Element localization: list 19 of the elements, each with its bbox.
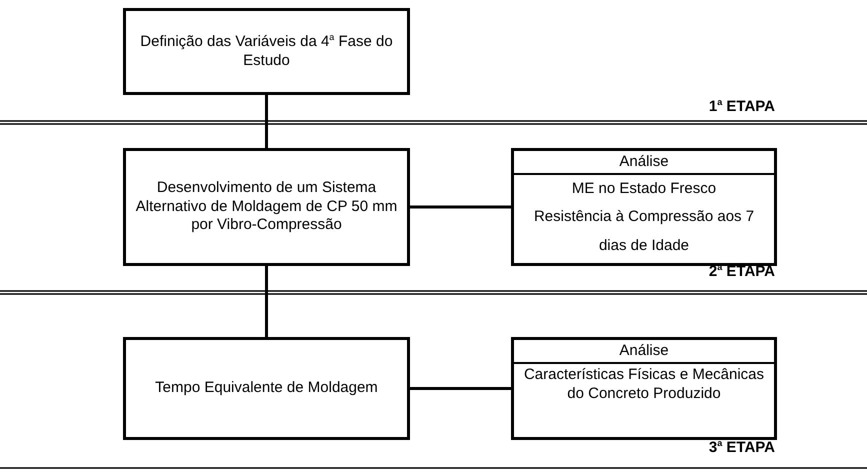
process-box — [123, 8, 410, 95]
connector-line — [410, 387, 511, 390]
connector-line — [265, 95, 268, 148]
box-heading: Análise — [514, 151, 774, 175]
analysis-box — [511, 337, 777, 440]
box-text: Resistência à Compressão aos 7 dias de Idade — [532, 207, 756, 256]
box-text: Tempo Equivalente de Moldagem — [154, 379, 379, 398]
connector-line — [410, 206, 511, 208]
box-text: Características Físicas e Mecânicas do Concreto Produzido — [522, 366, 766, 404]
connector-line — [265, 266, 268, 337]
box-heading: Análise — [514, 340, 774, 364]
analysis-box — [511, 148, 777, 266]
process-box — [123, 337, 410, 440]
stage-label: 1$^{a}$ ETAPA — [708, 97, 775, 115]
box-text: Desenvolvimento de um Sistema Alternativo de Moldagem de CP 50 mm por Vibro-Compressão — [134, 178, 398, 236]
process-box — [123, 148, 410, 266]
box-text: ME no Estado Fresco — [570, 178, 718, 199]
stage-label: 3$^{a}$ ETAPA — [708, 438, 775, 456]
box-text: Definição das Variáveis da 4$^{a}$ Fase do Estudo — [139, 32, 394, 71]
